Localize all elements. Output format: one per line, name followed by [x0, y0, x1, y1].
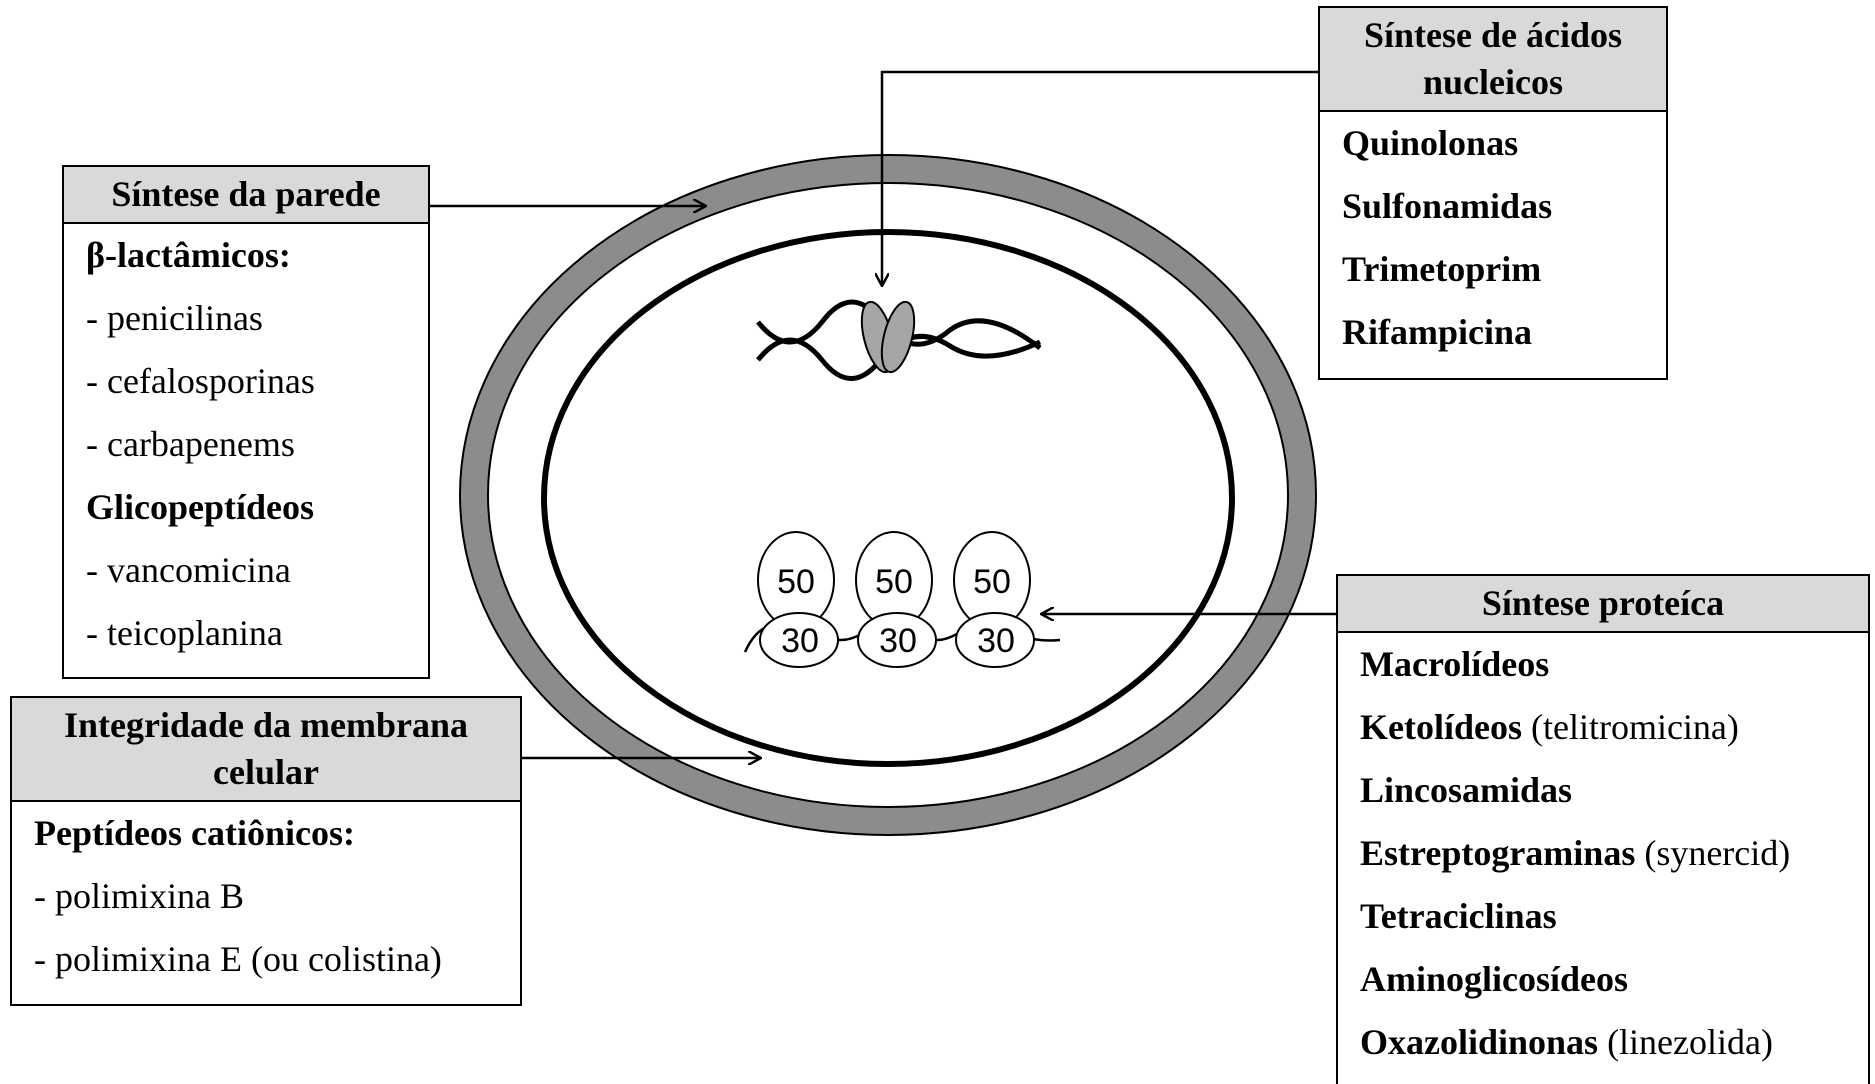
ribosome: 50 30	[953, 531, 1035, 668]
drug-class-name: Aminoglicosídeos	[1360, 959, 1629, 999]
drug-class-name: Macrolídeos	[1360, 644, 1550, 684]
drug-class-name: Sulfonamidas	[1342, 186, 1553, 226]
drug-item: β-lactâmicos:	[64, 224, 428, 287]
drug-class-name: Glicopeptídeos	[86, 487, 315, 527]
ribosome-small-subunit	[857, 612, 937, 668]
cell-wall-inner-edge	[487, 182, 1289, 808]
dna-enzyme	[860, 300, 916, 374]
membrane-box: Integridade da membrana celular Peptídeo…	[10, 696, 522, 1006]
cell-wall-outer-edge	[459, 154, 1317, 836]
cell-wall-drug-list: β-lactâmicos: - penicilinas - cefalosporin…	[64, 224, 428, 665]
drug-example: - cefalosporinas	[86, 361, 315, 401]
drug-item: Macrolídeos	[1338, 633, 1868, 696]
drug-item: - teicoplanina	[64, 602, 428, 665]
drug-item: Trimetoprim	[1320, 238, 1666, 301]
cell-wall-box-title: Síntese da parede	[64, 167, 428, 224]
ribosome-small-label: 30	[781, 622, 819, 660]
ribosome: 50 30	[757, 531, 839, 668]
drug-example: - polimixina E (ou colistina)	[34, 939, 442, 979]
drug-item: Quinolonas	[1320, 112, 1666, 175]
protein-box-title: Síntese proteíca	[1338, 576, 1868, 633]
drug-item: Estreptograminas (synercid)	[1338, 822, 1868, 885]
drug-class-name: Lincosamidas	[1360, 770, 1573, 810]
drug-item: Sulfonamidas	[1320, 175, 1666, 238]
ribosome-small-subunit	[955, 612, 1035, 668]
drug-item: Rifampicina	[1320, 301, 1666, 364]
drug-example: (synercid)	[1635, 833, 1791, 873]
drug-class-name: Estreptograminas	[1360, 833, 1636, 873]
ribosome-large-label: 50	[973, 563, 1011, 601]
drug-class-name: Peptídeos catiônicos:	[34, 813, 355, 853]
drug-example: (telitromicina)	[1521, 707, 1739, 747]
drug-item: - carbapenems	[64, 413, 428, 476]
membrane-box-title: Integridade da membrana celular	[12, 698, 520, 802]
drug-class-name: Oxazolidinonas	[1360, 1022, 1599, 1062]
drug-item: - vancomicina	[64, 539, 428, 602]
drug-item: - polimixina B	[12, 865, 520, 928]
drug-class-name: Tetraciclinas	[1360, 896, 1557, 936]
drug-item: Peptídeos catiônicos:	[12, 802, 520, 865]
drug-item: Glicopeptídeos	[64, 476, 428, 539]
nucleic-acid-box-title: Síntese de ácidos nucleicos	[1320, 8, 1666, 112]
drug-item: Ketolídeos (telitromicina)	[1338, 696, 1868, 759]
cell-membrane	[541, 229, 1235, 767]
ribosome-small-subunit	[759, 612, 839, 668]
drug-class-name: Ketolídeos	[1360, 707, 1522, 747]
drug-item: Aminoglicosídeos	[1338, 948, 1868, 1011]
ribosome-small-label: 30	[977, 622, 1015, 660]
drug-class-name: Trimetoprim	[1342, 249, 1542, 289]
drug-item: - penicilinas	[64, 287, 428, 350]
membrane-drug-list: Peptídeos catiônicos: - polimixina B - pol…	[12, 802, 520, 991]
ribosome-large-label: 50	[777, 563, 815, 601]
ribosome-small-label: 30	[879, 622, 917, 660]
drug-example: - polimixina B	[34, 876, 244, 916]
drug-item: Tetraciclinas	[1338, 885, 1868, 948]
ribosome-group: 50 30 50 30 50 30	[757, 531, 1035, 668]
drug-class-name: β-lactâmicos:	[86, 235, 291, 275]
drug-example: - carbapenems	[86, 424, 295, 464]
ribosome-large-label: 50	[875, 563, 913, 601]
drug-example: - teicoplanina	[86, 613, 283, 653]
drug-item: - polimixina E (ou colistina)	[12, 928, 520, 991]
drug-item: - cefalosporinas	[64, 350, 428, 413]
drug-item: Lincosamidas	[1338, 759, 1868, 822]
ribosome: 50 30	[855, 531, 937, 668]
drug-class-name: Quinolonas	[1342, 123, 1519, 163]
drug-item: Oxazolidinonas (linezolida)	[1338, 1011, 1868, 1074]
cell-wall	[460, 155, 1316, 835]
nucleic-arrow	[882, 70, 1320, 285]
cell-wall-box: Síntese da parede β-lactâmicos: - penicil…	[62, 165, 430, 679]
drug-example: (linezolida)	[1598, 1022, 1773, 1062]
drug-example: - vancomicina	[86, 550, 291, 590]
drug-class-name: Rifampicina	[1342, 312, 1533, 352]
drug-example: - penicilinas	[86, 298, 263, 338]
